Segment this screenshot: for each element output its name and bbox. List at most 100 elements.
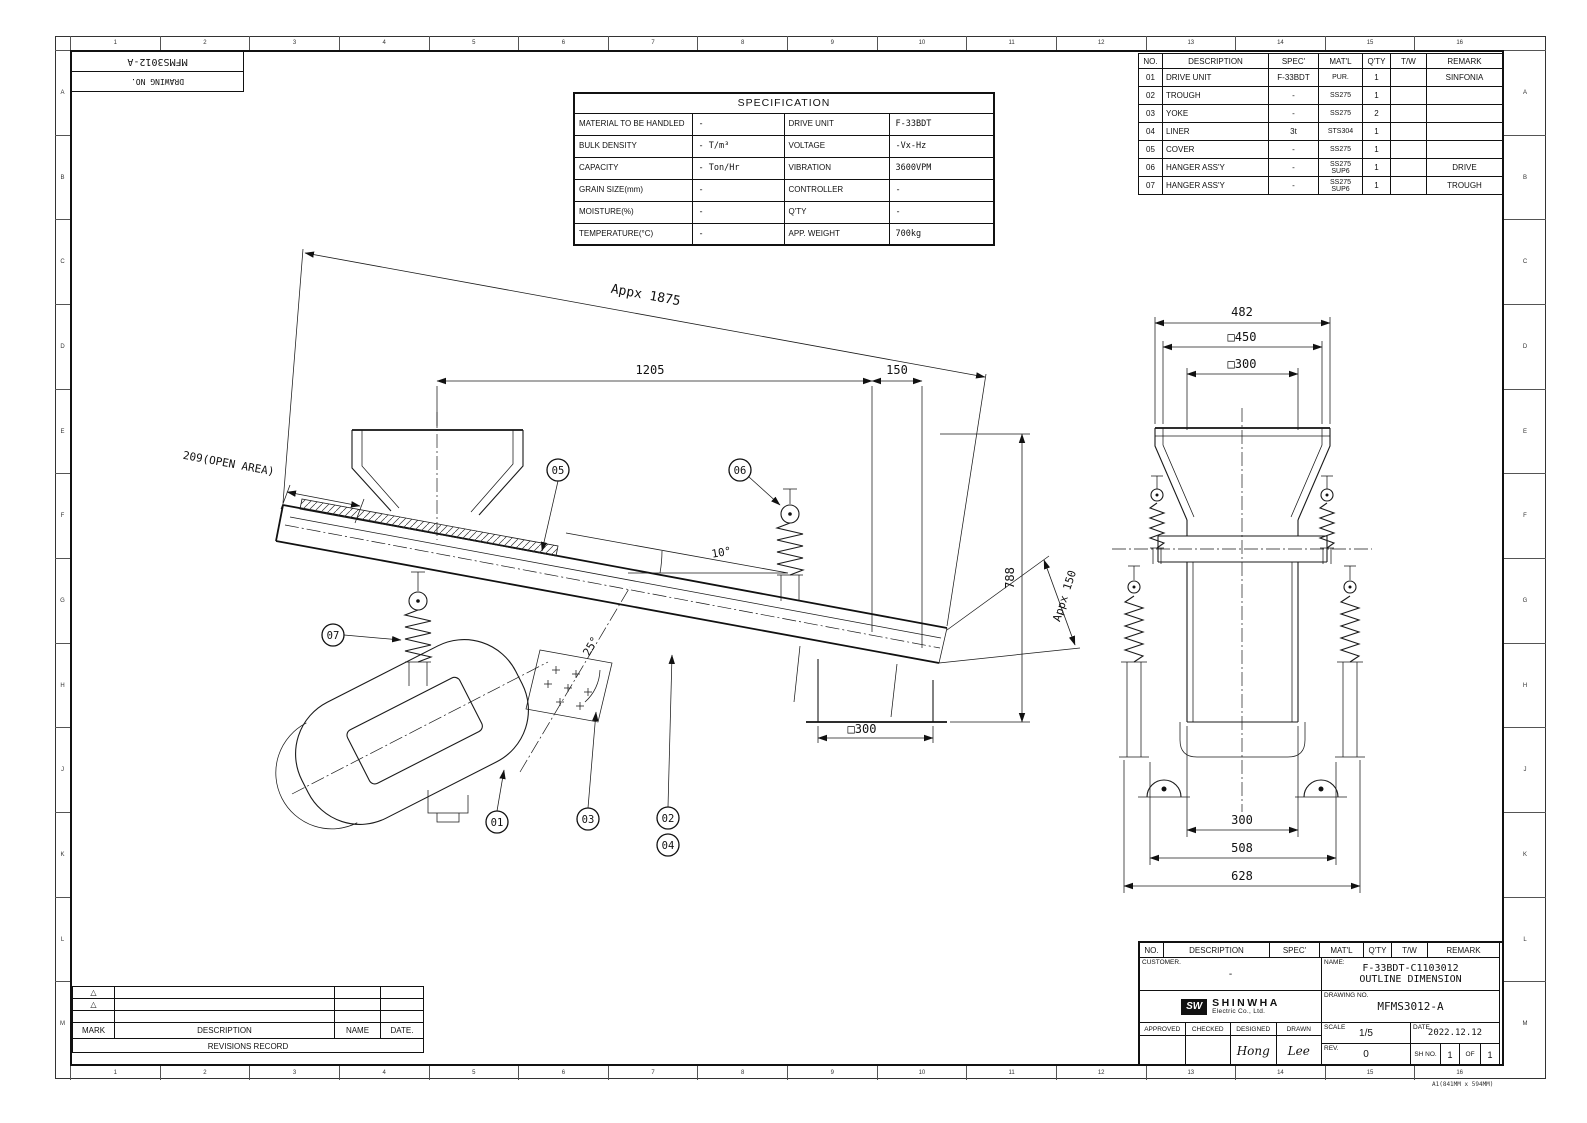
dim-628: 628 (1231, 869, 1253, 883)
spec-row: GRAIN SIZE(mm) - CONTROLLER - (573, 178, 995, 202)
spec-value-right: -Vx-Hz (888, 134, 995, 158)
part-material: PUR. (1318, 68, 1363, 87)
revisions-record-label: REVISIONS RECORD (207, 1042, 289, 1051)
part-description: LINER (1162, 122, 1269, 141)
spec-row: CAPACITY - Ton/Hr VIBRATION 3600VPM (573, 156, 995, 180)
tb-header-remark: REMARK (1428, 943, 1500, 958)
dim-508: 508 (1231, 841, 1253, 855)
spec-value-left: - T/m³ (691, 134, 785, 158)
customer-cell: CUSTOMER. - (1140, 958, 1322, 991)
part-no: 03 (1138, 104, 1163, 123)
border-label: F (55, 473, 70, 558)
spec-row: BULK DENSITY - T/m³ VOLTAGE -Vx-Hz (573, 134, 995, 158)
tb-header-description: DESCRIPTION (1164, 943, 1270, 958)
border-label: 2 (159, 36, 250, 50)
border-label: 16 (1414, 36, 1504, 50)
balloon-04-label: 04 (662, 840, 675, 852)
feet-front (1138, 779, 1347, 798)
sheet-of-label: OF (1458, 1044, 1480, 1065)
border-label: F (1504, 473, 1546, 558)
part-qty: 1 (1362, 68, 1391, 87)
part-spec: - (1268, 158, 1319, 177)
tb-header-qty: Q'TY (1364, 943, 1392, 958)
part-remark: DRIVE (1426, 158, 1503, 177)
revision-name (335, 1011, 381, 1022)
yoke (519, 586, 631, 773)
revision-date (381, 987, 423, 998)
revision-description (115, 987, 335, 998)
date-label: DATE (1413, 1024, 1430, 1031)
part-spec: - (1268, 86, 1319, 105)
border-label: 11 (966, 36, 1056, 50)
border-label: H (55, 642, 70, 728)
part-no: 04 (1138, 122, 1163, 141)
sheet-size-note: A1(841MM x 594MM) (1432, 1081, 1494, 1088)
part-spec: - (1268, 140, 1319, 159)
border-label: H (1504, 642, 1546, 728)
sheet-no-value: 1 (1440, 1044, 1459, 1065)
border-label: 4 (338, 36, 429, 50)
dim-150: 150 (886, 363, 908, 377)
revisions-header-name: NAME (335, 1023, 381, 1038)
border-label: 1 (70, 36, 160, 50)
border-label: 7 (607, 36, 698, 50)
part-material: STS304 (1318, 122, 1363, 141)
part-qty: 1 (1362, 86, 1391, 105)
parts-header-no: NO. (1138, 53, 1163, 69)
border-label: E (55, 388, 70, 474)
revisions-header-row: MARK DESCRIPTION NAME DATE. (73, 1023, 423, 1039)
revisions-record-table: △ △ MARK DESCRIPTION NAME DATE. REVISION… (72, 986, 424, 1053)
border-label: K (1504, 812, 1546, 897)
balloon-03 (576, 807, 600, 831)
revision-description (115, 999, 335, 1010)
border-label: 10 (876, 36, 967, 50)
customer-label: CUSTOMER. (1142, 959, 1181, 966)
part-description: HANGER ASS'Y (1162, 176, 1269, 195)
border-label: 14 (1235, 36, 1325, 50)
dim-angle-10: 10° (710, 544, 732, 560)
dim-open-area: 209(OPEN AREA) (182, 449, 276, 479)
parts-row: 01 DRIVE UNIT F-33BDT PUR. 1 SINFONIA (1138, 68, 1503, 87)
title-block: NO. DESCRIPTION SPEC' MAT'L Q'TY T/W REM… (1138, 941, 1502, 1066)
front-view (1112, 408, 1372, 812)
border-label: L (55, 896, 70, 982)
border-label: 12 (1055, 1066, 1146, 1080)
sheet-total-value: 1 (1480, 1044, 1499, 1065)
hopper-side (351, 412, 524, 540)
part-qty: 1 (1362, 140, 1391, 159)
revision-description (115, 1011, 335, 1022)
revisions-header-date: DATE. (390, 1026, 414, 1035)
border-label: K (55, 812, 70, 897)
balloon-06 (728, 458, 752, 482)
balloon-07 (321, 623, 345, 647)
spec-label-left: BULK DENSITY (573, 134, 693, 158)
rev-cell: REV. 0 (1322, 1044, 1411, 1066)
frame-inner-border (70, 50, 1504, 1066)
part-description: TROUGH (1162, 86, 1269, 105)
revision-row: △ (73, 999, 423, 1011)
balloon-01 (485, 810, 509, 834)
side-dimensions: Appx 1875 1205 150 209(OPEN AREA) 788 Ap… (182, 248, 1081, 743)
drive-unit (275, 639, 549, 830)
border-label: G (1504, 558, 1546, 643)
dim-482: 482 (1231, 305, 1253, 319)
date-value: 2022.12.12 (1427, 1028, 1483, 1038)
part-tw (1390, 176, 1427, 195)
balloon-04 (656, 833, 680, 857)
revision-date (381, 1011, 423, 1022)
border-label: 8 (697, 36, 787, 50)
revisions-header-description: DESCRIPTION (115, 1023, 335, 1038)
parts-header-qty: Q'TY (1362, 53, 1391, 69)
parts-row: 03 YOKE - SS275 2 (1138, 104, 1503, 123)
balloon-05 (546, 458, 570, 482)
border-label: J (1504, 727, 1546, 812)
spec-row: TEMPERATURE(°C) - APP. WEIGHT 700kg (573, 222, 995, 246)
dim-sq450: □450 (1228, 330, 1257, 344)
spec-label-right: DRIVE UNIT (783, 112, 890, 136)
part-tw (1390, 158, 1427, 177)
